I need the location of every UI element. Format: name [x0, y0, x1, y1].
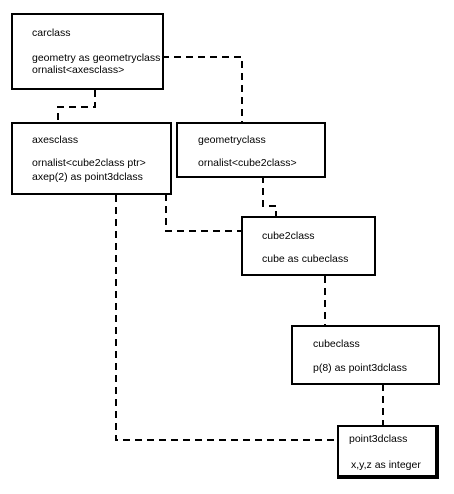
class-name: point3dclass [349, 433, 408, 445]
class-member: ornalist<axesclass> [32, 64, 125, 76]
class-name: axesclass [32, 134, 79, 146]
class-member: cube as cubeclass [262, 253, 349, 265]
connector-carclass-axesclass [57, 90, 96, 130]
class-member: ornalist<cube2class> [198, 157, 297, 169]
class-name: carclass [32, 27, 71, 39]
class-member: ornalist<cube2class ptr> [32, 157, 146, 169]
class-member: geometry as geometryclass [32, 52, 161, 64]
class-box-point3dclass: point3dclass x,y,z as integer [337, 425, 437, 477]
class-member: axep(2) as point3dclass [32, 171, 143, 183]
class-name: cube2class [262, 230, 315, 242]
class-member: x,y,z as integer [351, 459, 421, 471]
class-box-cubeclass: cubeclass p(8) as point3dclass [291, 325, 440, 385]
connector-axesclass-point3dclass [115, 183, 350, 441]
class-member: p(8) as point3dclass [313, 362, 407, 374]
connector-geometryclass-cube2class [262, 176, 277, 232]
class-name: cubeclass [313, 338, 360, 350]
class-box-geometryclass: geometryclass ornalist<cube2class> [176, 122, 326, 178]
class-box-axesclass: axesclass ornalist<cube2class ptr> axep(… [11, 122, 172, 195]
class-box-carclass: carclass geometry as geometryclass ornal… [11, 13, 164, 90]
class-name: geometryclass [198, 134, 266, 146]
class-box-cube2class: cube2class cube as cubeclass [241, 216, 376, 276]
